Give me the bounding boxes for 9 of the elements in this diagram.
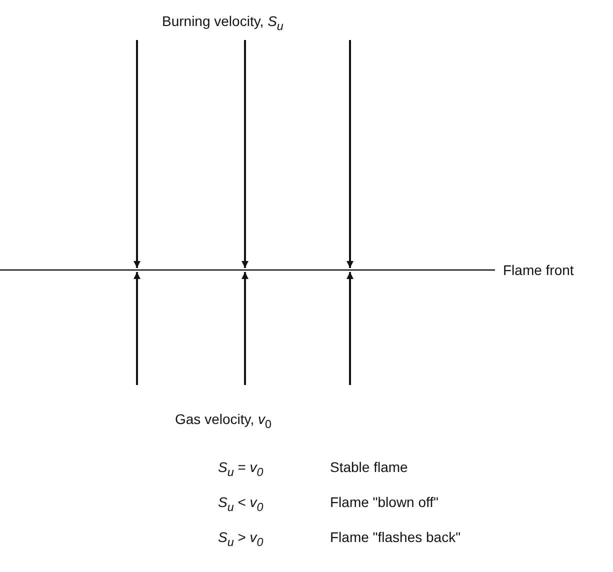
- flame-front-label: Flame front: [503, 261, 574, 279]
- condition-text: S$_{u}$ > v$_{0}$: [218, 528, 264, 551]
- axis-label: Gas velocity, v$_{0}$: [175, 410, 272, 433]
- axis-label: Burning velocity, S$_{u}$: [162, 12, 284, 35]
- result-text: Stable flame: [330, 458, 408, 476]
- result-text: Flame "flashes back": [330, 528, 461, 546]
- result-text: Flame "blown off": [330, 493, 439, 511]
- condition-text: S$_{u}$ < v$_{0}$: [218, 493, 264, 516]
- condition-text: S$_{u}$ = v$_{0}$: [218, 458, 264, 481]
